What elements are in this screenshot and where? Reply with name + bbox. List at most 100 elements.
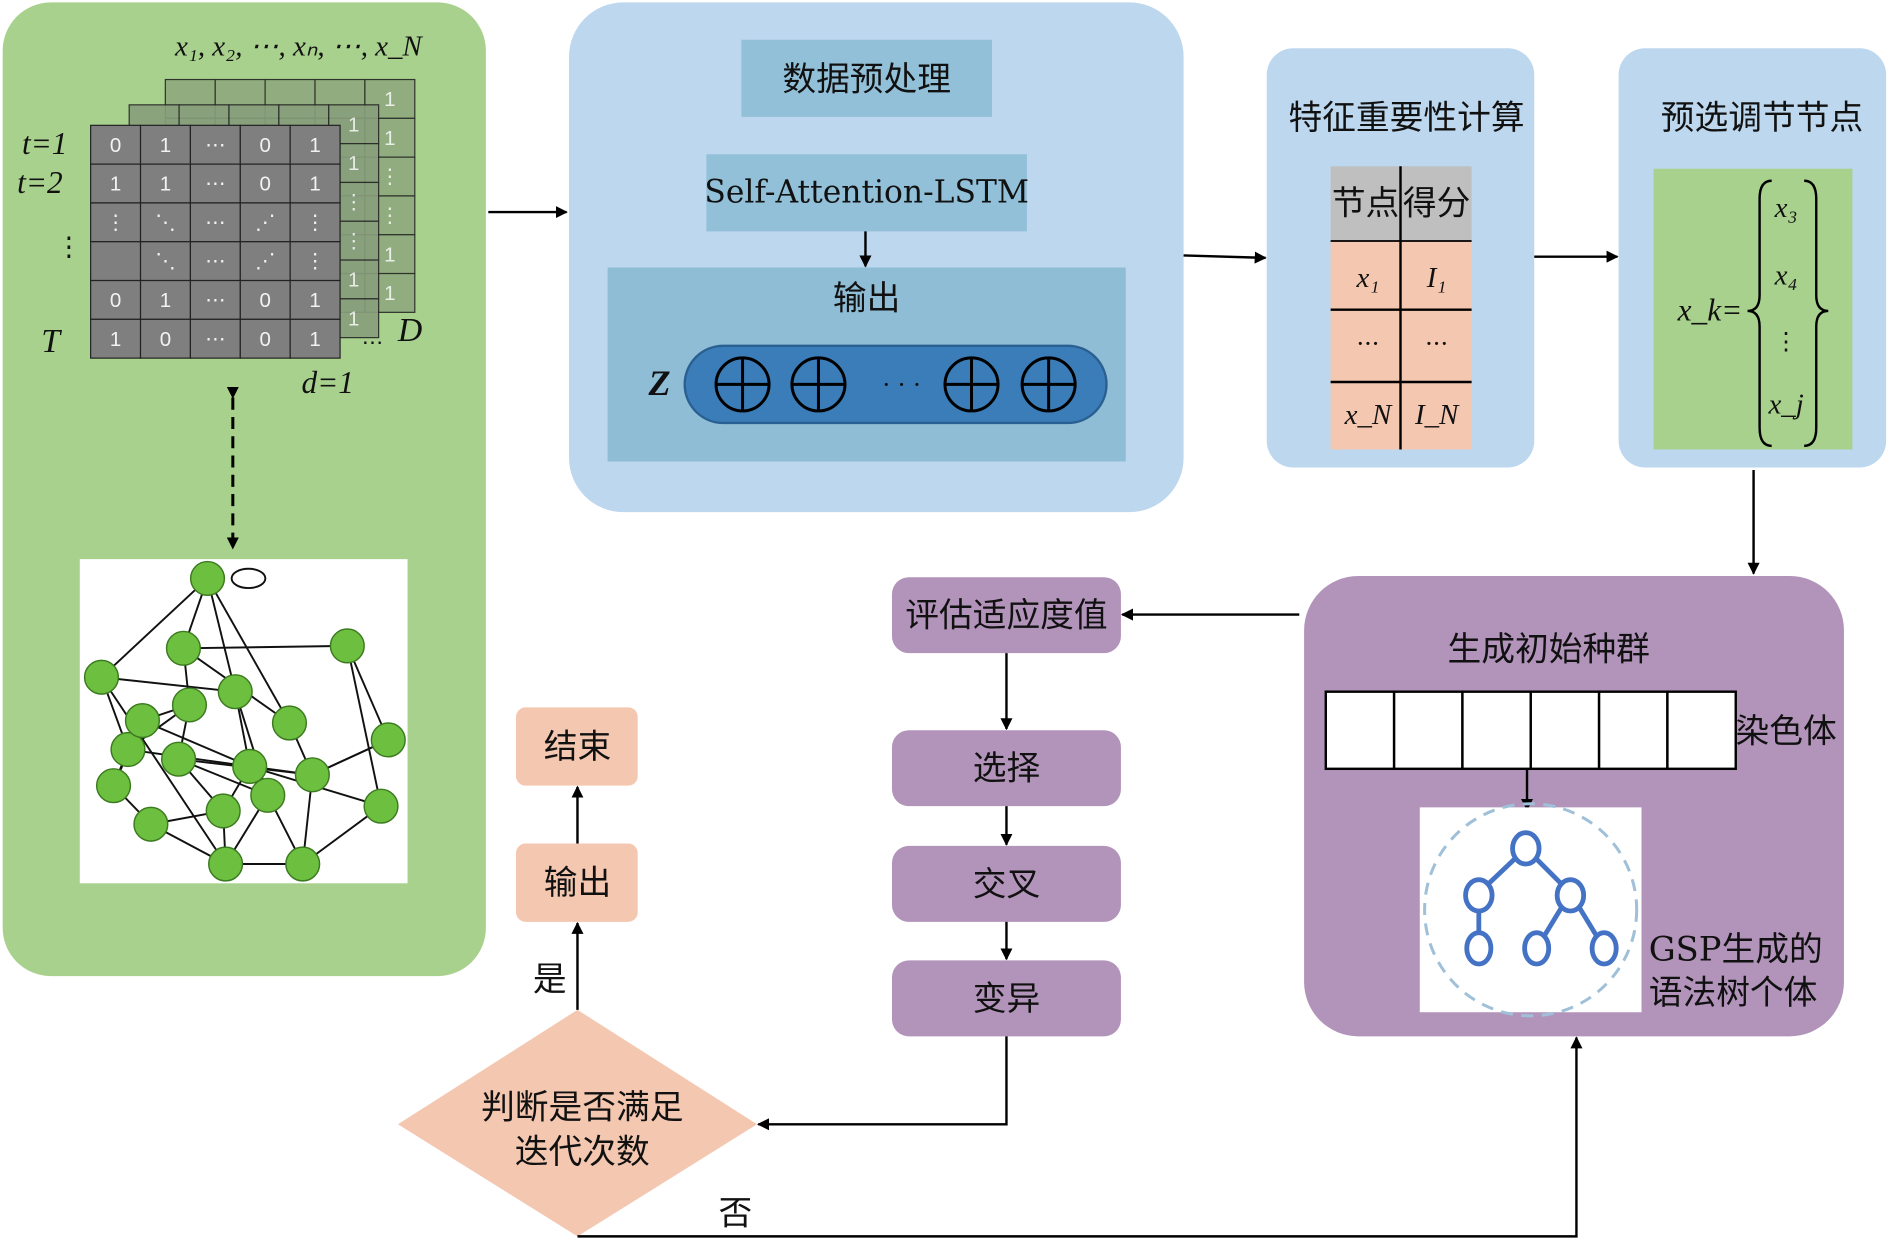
graph-node — [217, 674, 253, 710]
set-item: ⋮ — [1774, 327, 1798, 355]
z-dots: · · · — [882, 371, 920, 399]
yes-label: 是 — [533, 960, 567, 999]
matrix-value: ⋱ — [155, 211, 175, 234]
matrix-cell — [90, 202, 142, 243]
row-label-dots: ⋮ — [56, 231, 83, 262]
graph-edge — [183, 644, 348, 650]
chromosome-gene — [1666, 690, 1737, 771]
right-brace — [1804, 179, 1829, 448]
chromosome-gene — [1392, 690, 1464, 771]
matrix-value: 0 — [260, 328, 271, 351]
graph-edge — [100, 676, 227, 865]
chromosome-gene — [1529, 690, 1601, 771]
chromosome-label: 染色体 — [1735, 711, 1836, 750]
matrix-value: 1 — [384, 243, 395, 266]
network-graph — [83, 560, 406, 882]
matrix-value: 1 — [384, 88, 395, 111]
arrow-mutate-decision — [757, 1036, 1008, 1131]
graph-node — [363, 788, 399, 824]
matrix-cell — [189, 124, 241, 165]
matrix-value: 0 — [260, 289, 271, 312]
matrix-cell — [289, 279, 341, 320]
matrix-value: ⋯ — [205, 173, 225, 196]
set-item: x₄ — [1774, 259, 1798, 291]
matrix-value: ⋰ — [255, 250, 275, 273]
row-label-T: T — [41, 323, 62, 360]
matrix-value: ⋮ — [380, 166, 400, 189]
matrix-value: 1 — [110, 173, 121, 196]
chromosome-gene — [1324, 690, 1396, 771]
graph-node — [110, 731, 146, 768]
z-label: Z — [648, 363, 671, 403]
matrix-value: ⋮ — [105, 211, 125, 234]
crossover-box — [891, 845, 1121, 922]
plus-circle-icon — [790, 356, 847, 413]
matrix-cell — [239, 318, 291, 359]
chromosome-gene — [1597, 690, 1669, 771]
matrix-cell — [139, 241, 192, 282]
matrix-cell — [189, 241, 241, 282]
crossover-label: 交叉 — [973, 864, 1040, 903]
matrix-cell — [90, 124, 142, 165]
graph-node — [165, 630, 202, 666]
matrix-value: ⋯ — [205, 211, 225, 234]
graph-edge — [206, 577, 291, 724]
matrix-value: ⋱ — [155, 250, 175, 273]
matrix-value: ⋮ — [305, 250, 325, 273]
graph-edge — [101, 676, 236, 693]
matrix-value: ⋯ — [205, 134, 225, 157]
matrix-cell — [239, 202, 291, 243]
chromosome-gene — [1461, 690, 1532, 771]
z-vector-pill — [683, 344, 1108, 425]
matrix-cell — [289, 318, 341, 359]
graph-node — [189, 560, 226, 597]
matrix-value: 1 — [160, 289, 171, 312]
output-label: 输出 — [833, 279, 900, 318]
table-cell: x_N — [1344, 399, 1393, 431]
matrix-value: ⋯ — [205, 289, 225, 312]
matrix-cell — [189, 318, 241, 359]
graph-node — [133, 806, 169, 842]
output-box-label: 输出 — [544, 863, 611, 902]
arrow-model-to-importance — [1183, 251, 1267, 264]
population-title: 生成初始种群 — [1448, 629, 1650, 668]
preselect-title: 预选调节节点 — [1661, 98, 1863, 137]
matrix-value: 1 — [309, 289, 320, 312]
graph-node — [294, 757, 330, 793]
matrix-cell — [90, 318, 142, 359]
matrix-cell — [139, 124, 192, 165]
select-label: 选择 — [973, 749, 1040, 788]
graph-node — [95, 768, 132, 804]
left-brace — [1747, 179, 1772, 448]
depth-last-label: D — [397, 312, 422, 349]
matrix-cell — [289, 163, 341, 204]
evaluate-label: 评估适应度值 — [905, 596, 1107, 635]
depth-dots: ⋯ — [362, 330, 384, 355]
row-label-t1: t=1 — [22, 126, 68, 161]
features-label: x₁, x₂, ⋯, xₙ, ⋯, x_N — [174, 30, 423, 62]
evaluate-box — [891, 577, 1121, 654]
graph-node — [171, 687, 208, 723]
matrix-value: 1 — [348, 269, 359, 292]
graph-node — [232, 748, 268, 784]
matrix-value: ⋯ — [205, 250, 225, 273]
graph-edge — [100, 577, 209, 678]
header-score: 得分 — [1403, 183, 1470, 222]
graph-node — [161, 741, 197, 777]
graph-node — [124, 703, 161, 739]
matrix-value: 0 — [260, 173, 271, 196]
matrix-value: 1 — [160, 134, 171, 157]
matrix-value: 1 — [160, 173, 171, 196]
mutate-label: 变异 — [973, 979, 1040, 1018]
matrix-value: 0 — [260, 134, 271, 157]
syntax-tree-icon — [1463, 830, 1619, 967]
table-cell: I_N — [1414, 399, 1460, 431]
end-box — [516, 707, 638, 786]
matrix-value: 1 — [384, 282, 395, 305]
no-label: 否 — [718, 1193, 752, 1232]
z-vector-elements — [714, 356, 1077, 413]
plus-circle-icon — [1020, 356, 1077, 413]
matrix-value: ⋮ — [343, 230, 363, 253]
matrix-value: 1 — [348, 152, 359, 175]
